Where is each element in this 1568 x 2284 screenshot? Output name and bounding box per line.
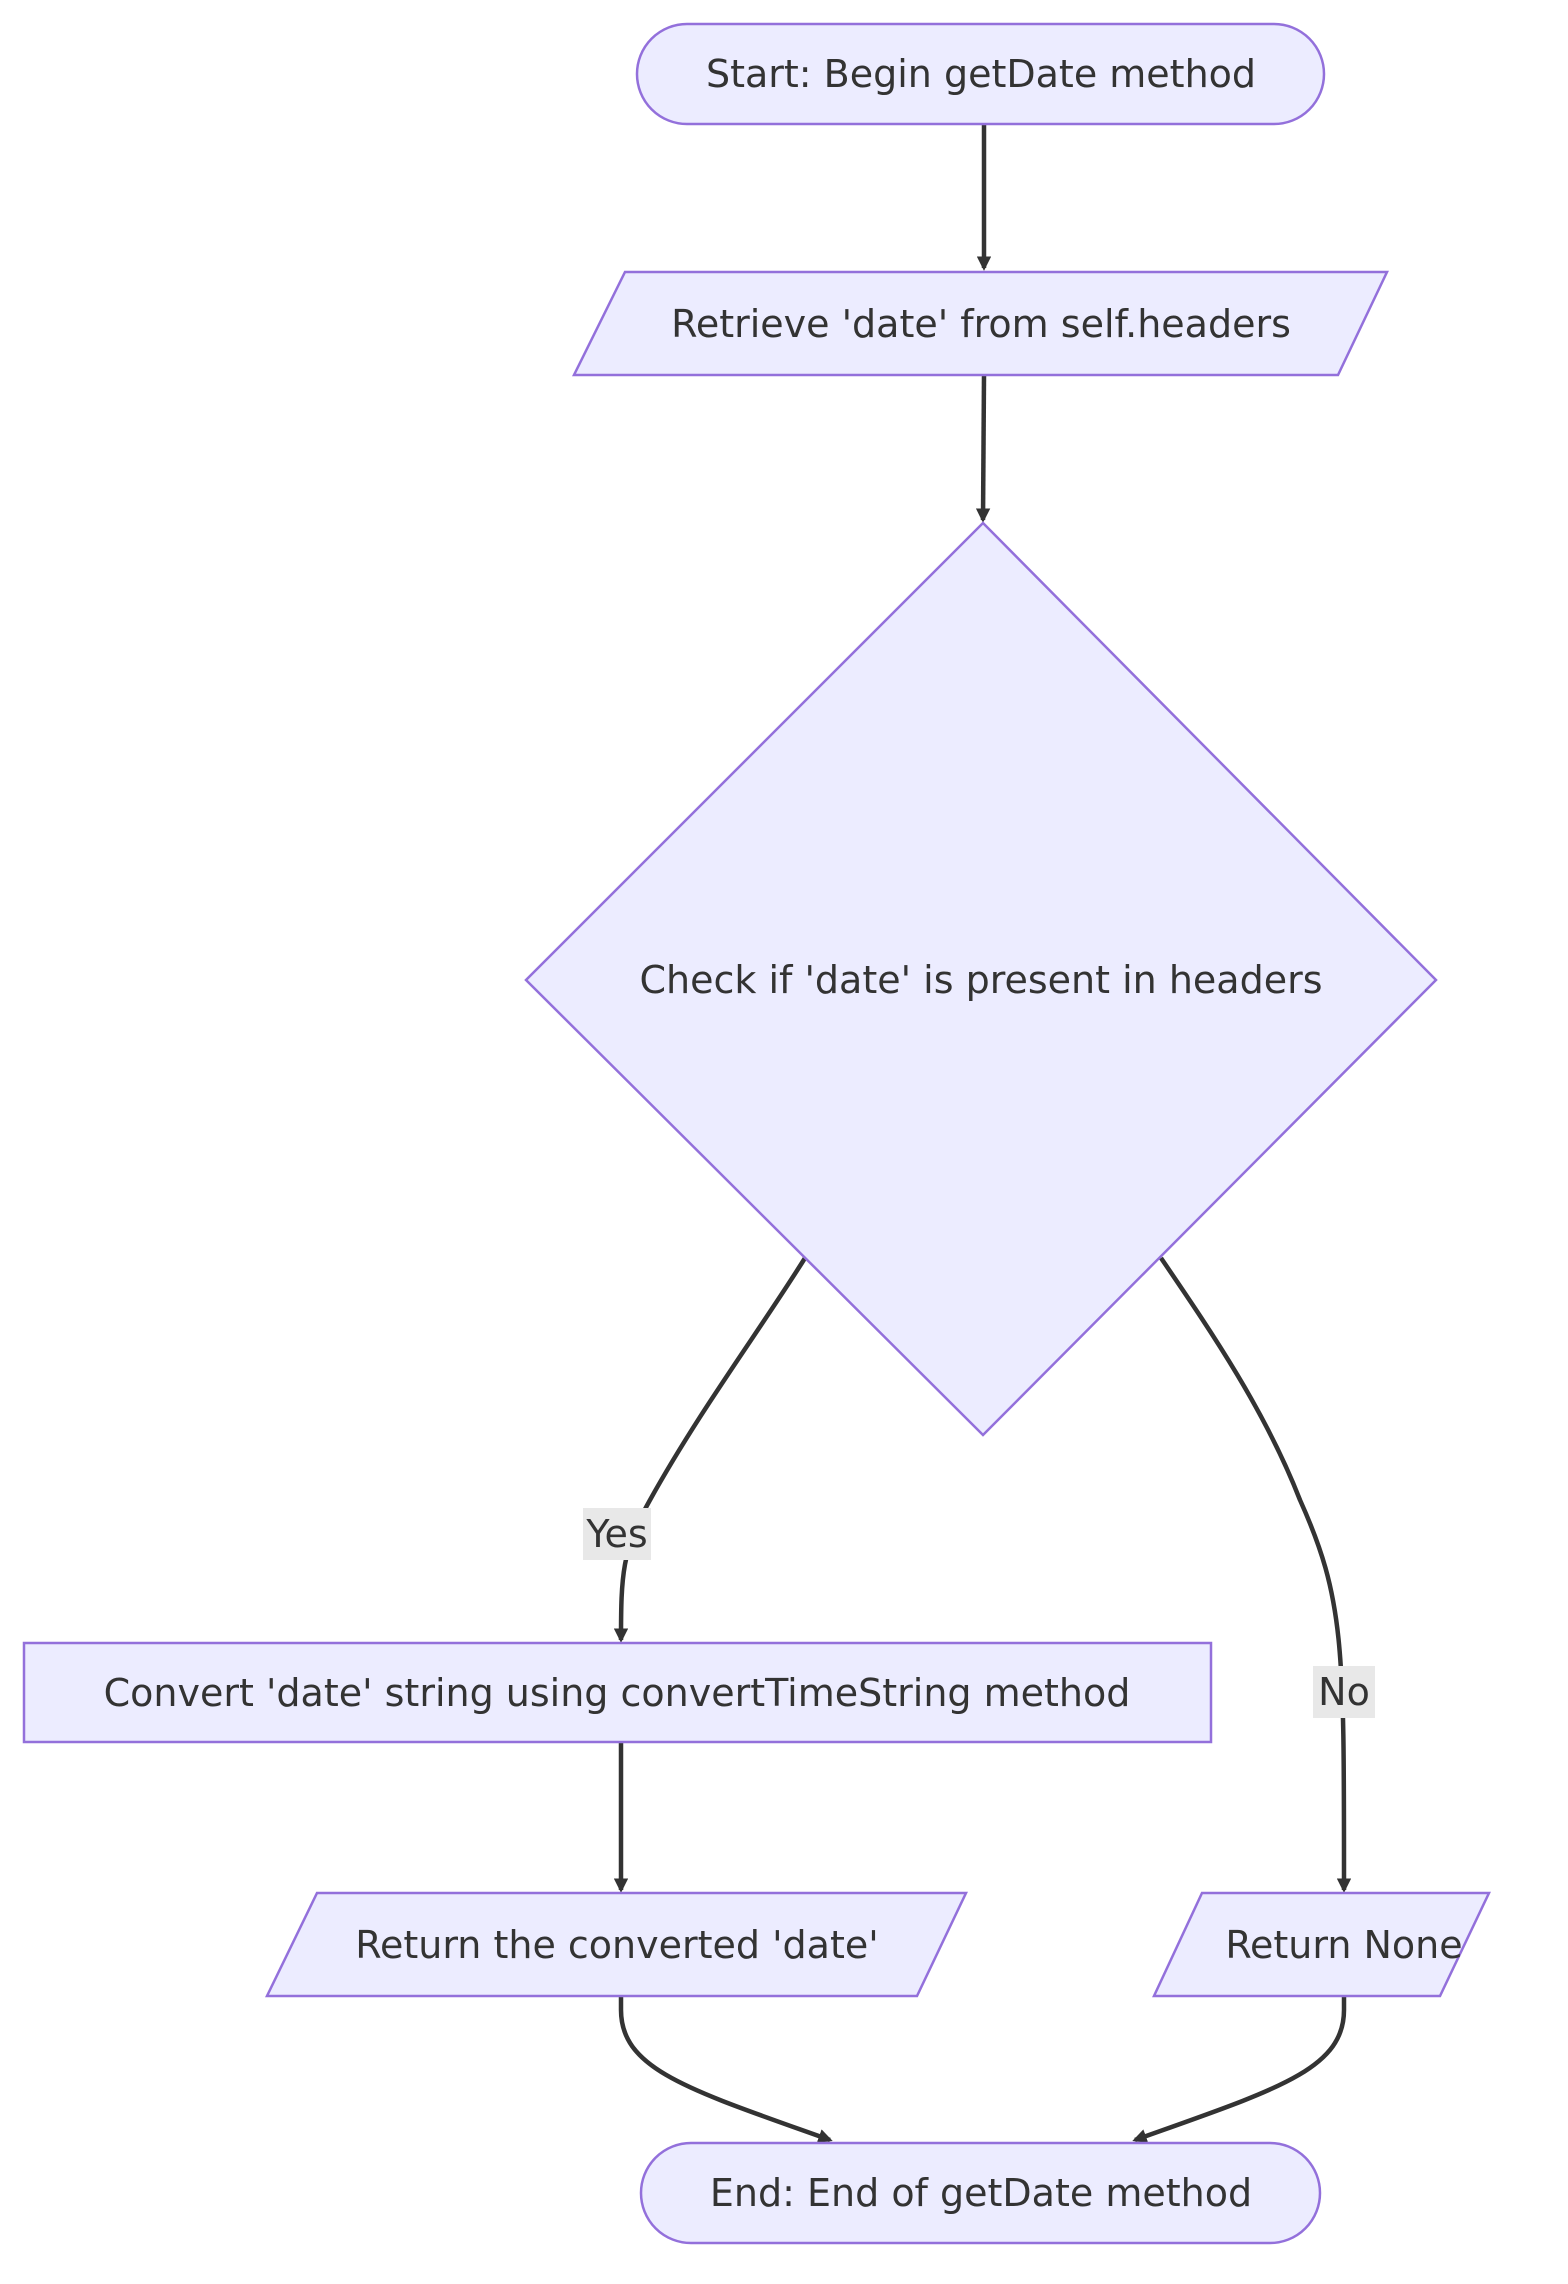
node-return-none: Return None <box>1152 1891 1491 1998</box>
node-retrieve: Retrieve 'date' from self.headers <box>571 270 1389 377</box>
edge-return-converted-to-end <box>618 1995 833 2143</box>
edge-label-yes-text: Yes <box>585 1512 647 1556</box>
node-convert: Convert 'date' string using convertTimeS… <box>22 1641 1213 1744</box>
node-start-label: Start: Begin getDate method <box>706 52 1256 96</box>
edge-check-to-return-none <box>1159 1256 1352 1893</box>
edge-retrieve-to-check <box>975 374 991 523</box>
node-return-converted: Return the converted 'date' <box>265 1891 968 1998</box>
edge-label-yes: Yes <box>583 1508 651 1560</box>
node-check: Check if 'date' is present in headers <box>524 521 1438 1437</box>
edge-return-none-to-end <box>1132 1995 1347 2143</box>
edge-label-no-text: No <box>1318 1670 1370 1714</box>
node-end: End: End of getDate method <box>639 2141 1322 2245</box>
node-check-label: Check if 'date' is present in headers <box>640 958 1323 1002</box>
node-convert-label: Convert 'date' string using convertTimeS… <box>104 1671 1131 1715</box>
node-end-label: End: End of getDate method <box>710 2171 1252 2215</box>
edges <box>613 125 1352 2143</box>
node-return-none-label: Return None <box>1225 1923 1462 1967</box>
node-return-converted-label: Return the converted 'date' <box>355 1923 878 1967</box>
node-retrieve-label: Retrieve 'date' from self.headers <box>671 302 1291 346</box>
node-start: Start: Begin getDate method <box>635 22 1326 126</box>
edge-label-no: No <box>1313 1666 1375 1718</box>
edge-check-to-convert <box>613 1256 807 1643</box>
